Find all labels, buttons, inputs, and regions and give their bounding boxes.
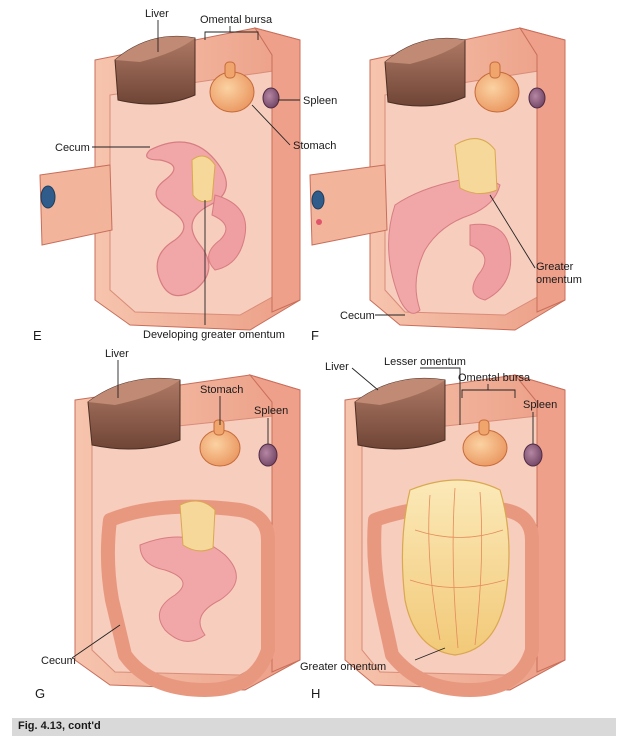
label-omental-bursa-e: Omental bursa (200, 14, 273, 26)
label-stomach-g: Stomach (200, 384, 243, 396)
liver-top-e (115, 36, 195, 62)
panel-letter-g: G (35, 686, 45, 701)
liver-top-f (385, 38, 465, 64)
label-cecum-g: Cecum (41, 655, 76, 667)
label-spleen-g: Spleen (254, 405, 288, 417)
leader-lines (71, 20, 536, 661)
esophagus-h (478, 419, 490, 436)
tube-f (309, 164, 388, 246)
tube-vessel-f (316, 219, 322, 225)
panel-g (74, 374, 301, 697)
label-cecum-e: Cecum (55, 142, 90, 154)
intestine-loops-e2 (208, 194, 247, 271)
greater-omentum-h (401, 479, 510, 656)
label-greater-omentum-f-line1: Greater (536, 261, 574, 273)
spleen-h (523, 443, 543, 467)
label-omental-bursa-h: Omental bursa (458, 372, 531, 384)
panel-e (39, 27, 301, 331)
liver-top-h (355, 378, 445, 405)
labels: Liver Omental bursa Spleen Stomach Cecum… (33, 8, 582, 701)
panel-f (309, 27, 566, 331)
label-spleen-h: Spleen (523, 399, 557, 411)
embryology-figure: Liver Omental bursa Spleen Stomach Cecum… (33, 8, 582, 701)
figure-caption: Fig. 4.13, cont'd (18, 720, 101, 732)
spleen-g (258, 443, 278, 467)
panel-letter-h: H (311, 686, 320, 701)
posterior-wall-h (513, 374, 566, 673)
panel-h (344, 374, 566, 697)
esophagus-e (224, 61, 236, 79)
intestine-loops-g (139, 536, 237, 642)
panel-letter-e: E (33, 328, 42, 343)
label-developing-greater-omentum-e: Developing greater omentum (143, 329, 285, 341)
panel-letter-f: F (311, 328, 319, 343)
omentum-g (179, 500, 216, 552)
label-stomach-e: Stomach (293, 140, 336, 152)
label-liver-h: Liver (325, 361, 349, 373)
caption-bar (12, 718, 616, 736)
tube-e (39, 164, 113, 246)
intestine-loops-f2 (469, 223, 512, 301)
posterior-wall-g (248, 374, 301, 673)
posterior-wall-f (518, 27, 566, 313)
spleen-e (262, 87, 280, 109)
liver-top-g (88, 378, 180, 405)
label-spleen-e: Spleen (303, 95, 337, 107)
developing-omentum-e (191, 155, 216, 203)
tube-opening-f (311, 190, 325, 210)
omentum-vessels-h (409, 487, 506, 649)
greater-omentum-f (454, 138, 498, 194)
esophagus-g (213, 419, 225, 436)
spleen-f (528, 87, 546, 109)
label-greater-omentum-f: Greater omentum (536, 261, 582, 286)
label-lesser-omentum-h: Lesser omentum (384, 356, 466, 368)
tube-opening-e (40, 185, 56, 209)
label-liver-e: Liver (145, 8, 169, 20)
label-liver-g: Liver (105, 348, 129, 360)
esophagus-f (489, 61, 501, 79)
label-greater-omentum-h: Greater omentum (300, 661, 386, 673)
label-cecum-f: Cecum (340, 310, 375, 322)
label-greater-omentum-f-line2: omentum (536, 274, 582, 286)
posterior-wall-e (253, 27, 301, 313)
